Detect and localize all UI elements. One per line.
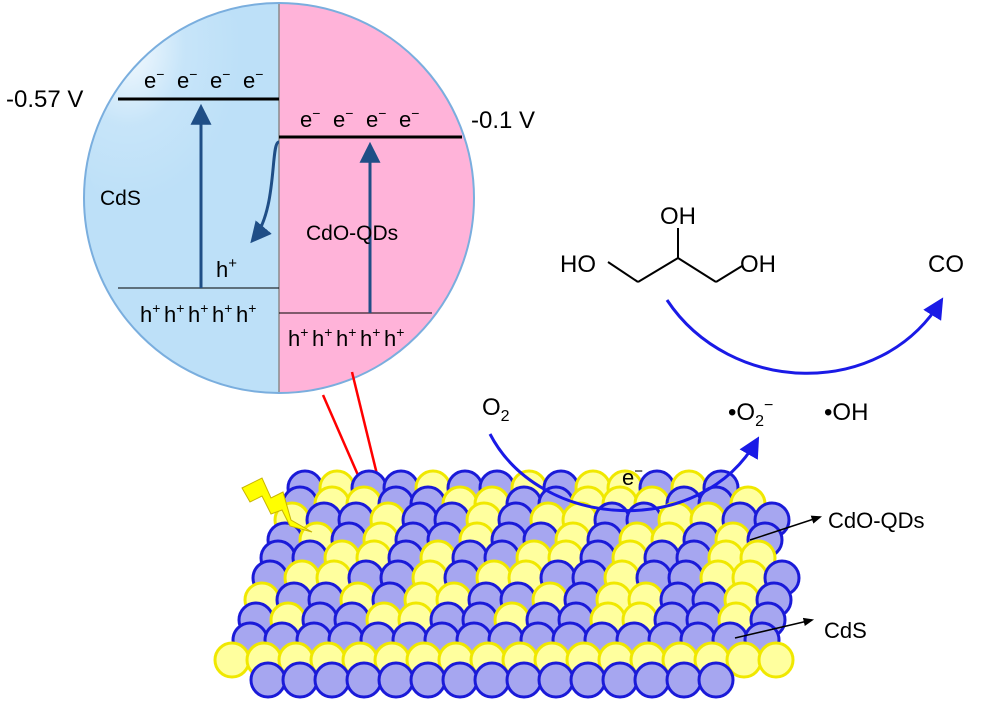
- hole: h+: [384, 324, 404, 351]
- cdo-qds-label: CdO-QDs: [306, 222, 398, 245]
- hole: h+: [288, 324, 308, 351]
- hole: h+: [140, 300, 160, 327]
- o2-reactant: O2: [482, 394, 510, 425]
- hole: h+: [312, 324, 332, 351]
- electron: e−: [300, 105, 320, 132]
- catalyst-particle-layer: [213, 469, 801, 699]
- cds-particle: [697, 661, 735, 699]
- electron: e−: [333, 105, 353, 132]
- cds-particle: [249, 661, 287, 699]
- cds-particle: [409, 661, 447, 699]
- hydroxyl-radical: •OH: [824, 399, 868, 426]
- band-diagram-inset: CdS CdO-QDs -0.57 V -0.1 V e−e−e−e− e−e−…: [6, 2, 535, 394]
- cdo-qds-particle: [757, 641, 795, 679]
- cdo-qds-pointer: [749, 515, 822, 541]
- inset-outline: [83, 2, 475, 394]
- cds-particle: [665, 661, 703, 699]
- cds-vb-holes: h+h+h+h+h+: [140, 300, 256, 327]
- cdo-qds-particle: [213, 641, 251, 679]
- hole-transfer-arrow: [250, 140, 281, 244]
- cds-particle: [313, 661, 351, 699]
- glycerol-ho-left: HO: [560, 251, 596, 278]
- cds-particle: [441, 661, 479, 699]
- legend-cds: CdS: [824, 618, 867, 643]
- electron: e−: [243, 66, 263, 93]
- cds-particle: [345, 661, 383, 699]
- cdo-cb-electrons: e− e− e− e−: [300, 105, 419, 132]
- cds-particle: [569, 661, 607, 699]
- electron: e−: [366, 105, 386, 132]
- cds-particle: [281, 661, 319, 699]
- cdo-vb-holes: h+h+h+h+h+: [288, 324, 404, 351]
- glycerol-oh-top: OH: [660, 203, 696, 230]
- glycerol-to-co-arrow: [665, 297, 944, 375]
- cds-pointer: [734, 617, 815, 639]
- hole: h+: [164, 300, 184, 327]
- hole: h+: [212, 300, 232, 327]
- transferred-hole: h+: [216, 255, 237, 282]
- cds-particle: [473, 661, 511, 699]
- cdo-cb-potential: -0.1 V: [471, 107, 535, 134]
- hole: h+: [188, 300, 208, 327]
- electron: e−: [399, 105, 419, 132]
- electron: e−: [177, 66, 197, 93]
- hole: h+: [336, 324, 356, 351]
- co-product: CO: [928, 251, 964, 278]
- cds-particle: [537, 661, 575, 699]
- o2-reduction-arrow: [488, 433, 760, 512]
- cds-particle: [601, 661, 639, 699]
- hole: h+: [360, 324, 380, 351]
- cds-particle: [505, 661, 543, 699]
- electron: e−: [210, 66, 230, 93]
- electron: e−: [144, 66, 164, 93]
- hole: h+: [236, 300, 256, 327]
- glycerol-structure: OH HO OH: [560, 203, 776, 283]
- gloss-highlight: [84, 3, 270, 250]
- superoxide-radical: •O2−: [728, 397, 773, 430]
- cds-cb-potential: -0.57 V: [6, 86, 83, 113]
- cds-particle: [633, 661, 671, 699]
- legend-cdo-qds: CdO-QDs: [828, 508, 925, 533]
- cds-particle: [377, 661, 415, 699]
- cds-label: CdS: [100, 187, 141, 210]
- electron-transfer-label: e−: [622, 463, 643, 490]
- cds-cb-electrons: e− e− e− e−: [144, 66, 263, 93]
- lightning-icon: [241, 477, 313, 533]
- glycerol-oh-right: OH: [740, 251, 776, 278]
